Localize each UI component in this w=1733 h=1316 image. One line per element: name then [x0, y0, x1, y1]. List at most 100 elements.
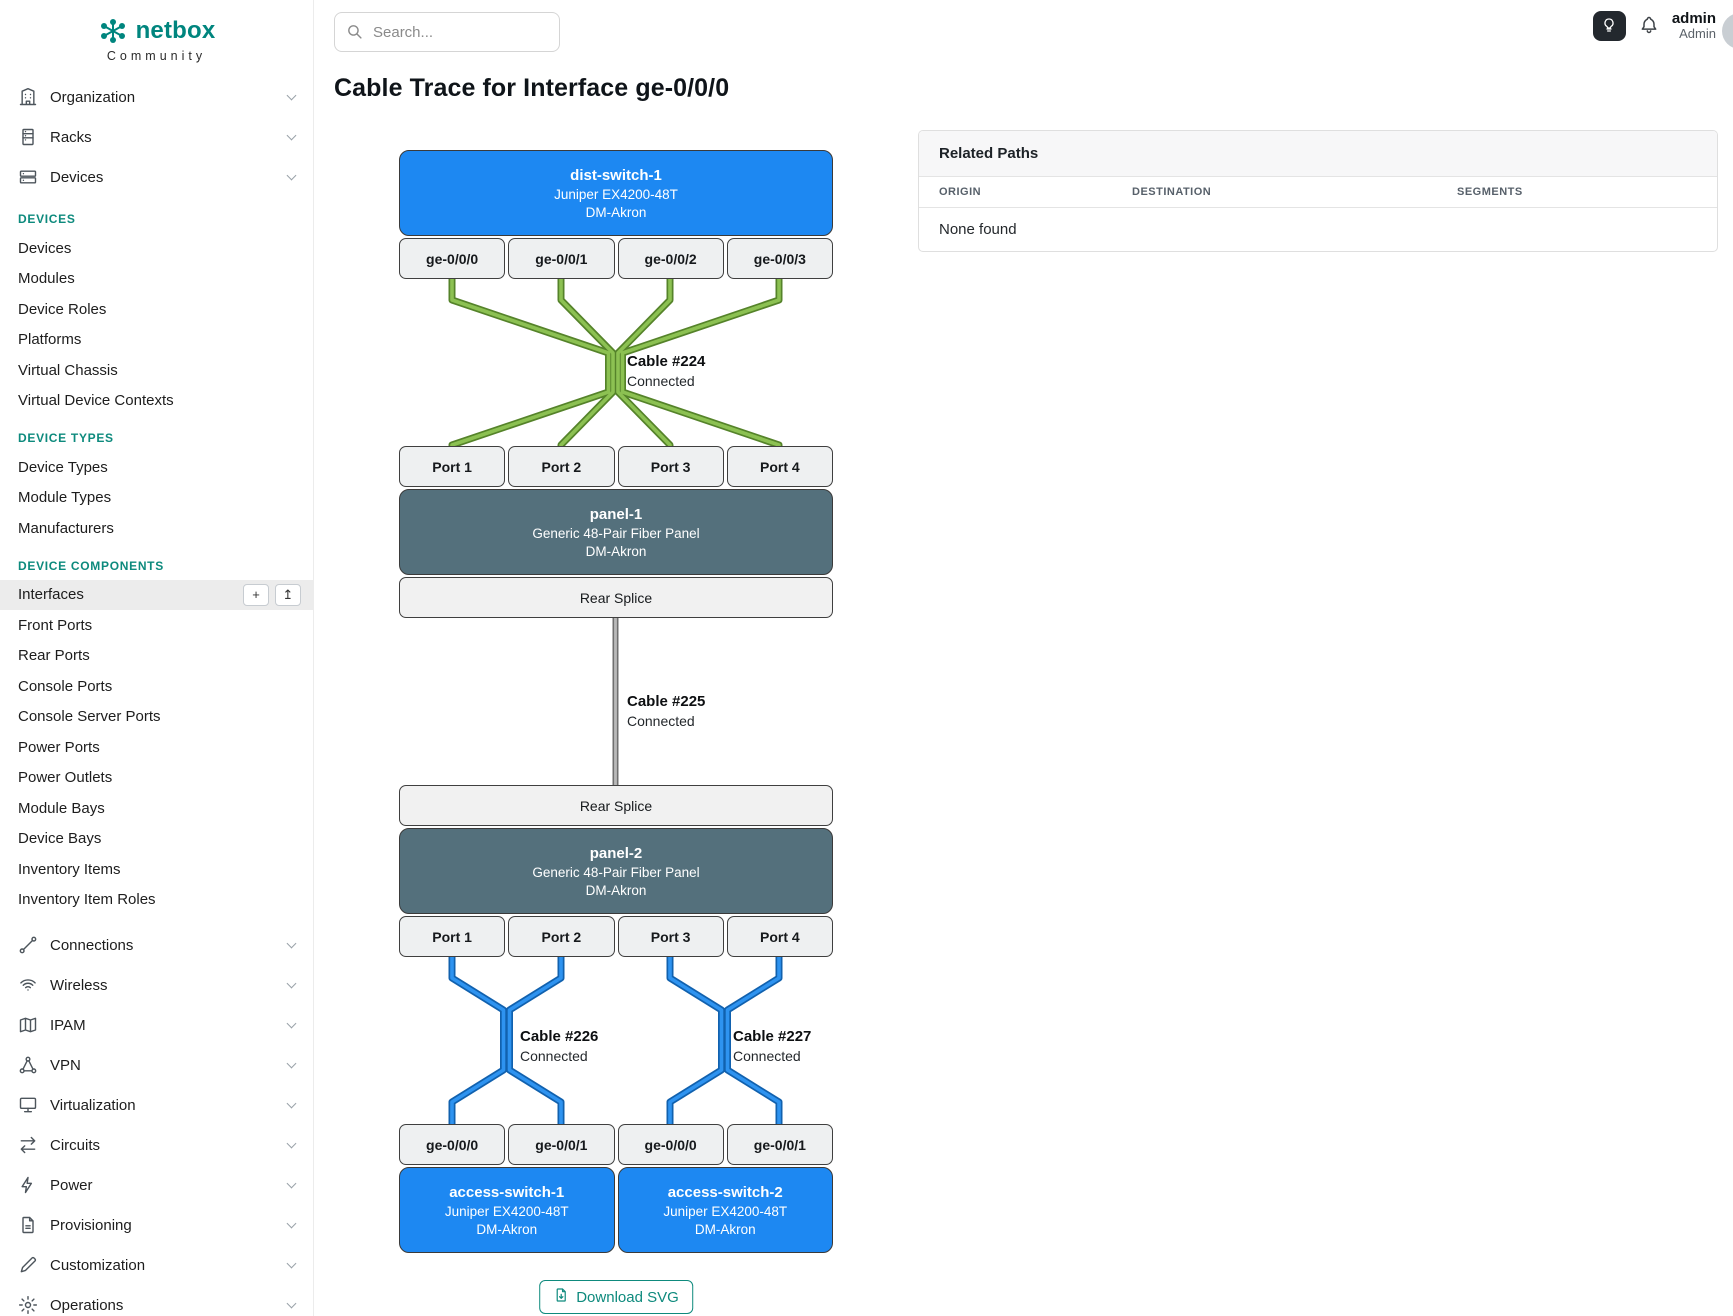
page-title: Cable Trace for Interface ge-0/0/0: [334, 74, 730, 102]
chevron-down-icon: [286, 1058, 297, 1068]
pencil-icon: [18, 1255, 38, 1275]
lightbulb-icon: [1601, 17, 1617, 36]
device-box-access-switch-1[interactable]: access-switch-1 Juniper EX4200-48T DM-Ak…: [399, 1167, 615, 1253]
sidebar-group-ipam[interactable]: IPAM: [0, 1005, 313, 1045]
sidebar-group-customization[interactable]: Customization: [0, 1245, 313, 1285]
rear-splice-box[interactable]: Rear Splice: [399, 577, 833, 618]
sidebar-item-console-ports[interactable]: Console Ports: [18, 677, 113, 695]
interface-box[interactable]: ge-0/0/1: [726, 1124, 833, 1165]
user-name: admin: [1671, 10, 1716, 27]
chevron-down-icon: [286, 1218, 297, 1228]
related-paths-columns: ORIGIN DESTINATION SEGMENTS: [919, 177, 1717, 208]
import-button[interactable]: ↥: [275, 583, 301, 606]
port-box[interactable]: Port 3: [617, 446, 724, 487]
sidebar-group-wireless[interactable]: Wireless: [0, 965, 313, 1005]
add-button[interactable]: +: [243, 583, 269, 606]
user-role: Admin: [1679, 26, 1716, 42]
theme-toggle-button[interactable]: [1592, 11, 1626, 42]
sidebar-group-label: Devices: [50, 168, 104, 186]
sidebar-item-rear-ports[interactable]: Rear Ports: [18, 647, 90, 665]
sidebar-group-racks[interactable]: Racks: [0, 117, 313, 157]
sidebar-item-module-types[interactable]: Module Types: [18, 489, 112, 507]
device-box-dist-switch-1[interactable]: dist-switch-1 Juniper EX4200-48T DM-Akro…: [399, 150, 833, 236]
cable-label-226[interactable]: Cable #226 Connected: [520, 1028, 599, 1064]
sidebar-group-devices[interactable]: Devices: [0, 157, 313, 197]
sidebar-item-front-ports[interactable]: Front Ports: [18, 616, 93, 634]
cable-label-224[interactable]: Cable #224 Connected: [627, 353, 706, 389]
interface-box[interactable]: ge-0/0/3: [726, 238, 833, 279]
sidebar-group-vpn[interactable]: VPN: [0, 1045, 313, 1085]
port-box[interactable]: Port 1: [399, 446, 506, 487]
sidebar-item-inventory-items[interactable]: Inventory Items: [18, 860, 121, 878]
interface-box[interactable]: ge-0/0/1: [508, 238, 615, 279]
port-box[interactable]: Port 2: [508, 916, 615, 957]
interface-box[interactable]: ge-0/0/0: [617, 1124, 724, 1165]
port-box[interactable]: Port 4: [726, 916, 833, 957]
sidebar-group-label: Racks: [50, 128, 92, 146]
sidebar-item-modules[interactable]: Modules: [18, 270, 75, 288]
transfer-icon: [18, 1135, 38, 1155]
chevron-down-icon: [286, 938, 297, 948]
cable-label-225[interactable]: Cable #225 Connected: [627, 693, 706, 729]
notifications-button[interactable]: [1639, 15, 1659, 38]
device-box-access-switch-2[interactable]: access-switch-2 Juniper EX4200-48T DM-Ak…: [617, 1167, 833, 1253]
sidebar-item-platforms[interactable]: Platforms: [18, 331, 82, 349]
sidebar-group-organization[interactable]: Organization: [0, 77, 313, 117]
rack-icon: [18, 127, 38, 147]
sidebar-item-virtual-chassis[interactable]: Virtual Chassis: [18, 361, 118, 379]
sidebar-item-virtual-device-contexts[interactable]: Virtual Device Contexts: [18, 392, 174, 410]
sidebar-item-console-server-ports[interactable]: Console Server Ports: [18, 708, 161, 726]
sidebar-item-manufacturers[interactable]: Manufacturers: [18, 519, 114, 537]
sidebar-group-provisioning[interactable]: Provisioning: [0, 1205, 313, 1245]
sidebar-item-power-outlets[interactable]: Power Outlets: [18, 769, 113, 787]
port-box[interactable]: Port 4: [726, 446, 833, 487]
port-box[interactable]: Port 2: [508, 446, 615, 487]
sidebar-group-label: Circuits: [50, 1136, 101, 1154]
sidebar-item-devices[interactable]: Devices: [18, 239, 72, 257]
sidebar-group-operations[interactable]: Operations: [0, 1285, 313, 1316]
sidebar-item-device-bays[interactable]: Device Bays: [18, 830, 102, 848]
sidebar-item-device-types[interactable]: Device Types: [18, 458, 108, 476]
sidebar-group-virtualization[interactable]: Virtualization: [0, 1085, 313, 1125]
interface-box[interactable]: ge-0/0/2: [617, 238, 724, 279]
cable-label-227[interactable]: Cable #227 Connected: [733, 1028, 812, 1064]
chevron-down-icon: [286, 170, 297, 180]
device-box-panel-2[interactable]: panel-2 Generic 48-Pair Fiber Panel DM-A…: [399, 828, 833, 914]
sidebar-group-label: IPAM: [50, 1016, 86, 1034]
sidebar-item-interfaces[interactable]: Interfaces + ↥: [0, 579, 313, 610]
column-destination: DESTINATION: [1132, 186, 1212, 198]
search-input[interactable]: [334, 12, 560, 52]
header-actions: admin Admin: [1592, 10, 1716, 42]
cable-status: Connected: [627, 713, 695, 729]
sidebar-item-inventory-item-roles[interactable]: Inventory Item Roles: [18, 891, 156, 909]
sidebar-item-module-bays[interactable]: Module Bays: [18, 799, 105, 817]
user-menu[interactable]: admin Admin: [1672, 10, 1716, 42]
sidebar-group-label: Operations: [50, 1296, 124, 1314]
map-icon: [18, 1015, 38, 1035]
cable-status: Connected: [733, 1048, 801, 1064]
sidebar-group-label: Virtualization: [50, 1096, 136, 1114]
interface-box[interactable]: ge-0/0/1: [508, 1124, 615, 1165]
device-box-panel-1[interactable]: panel-1 Generic 48-Pair Fiber Panel DM-A…: [399, 489, 833, 575]
sidebar-group-label: Wireless: [50, 976, 108, 994]
interface-row-bottom: ge-0/0/0 ge-0/0/1 ge-0/0/0 ge-0/0/1: [399, 1124, 833, 1165]
sidebar-group-circuits[interactable]: Circuits: [0, 1125, 313, 1165]
sidebar-group-connections[interactable]: Connections: [0, 925, 313, 965]
netbox-logo-icon: [100, 19, 125, 43]
chevron-down-icon: [286, 130, 297, 140]
rear-splice-box[interactable]: Rear Splice: [399, 785, 833, 826]
interface-box[interactable]: ge-0/0/0: [399, 238, 506, 279]
document-icon: [18, 1215, 38, 1235]
sidebar-group-power[interactable]: Power: [0, 1165, 313, 1205]
port-box[interactable]: Port 3: [617, 916, 724, 957]
avatar[interactable]: [1722, 13, 1733, 49]
sidebar-item-power-ports[interactable]: Power Ports: [18, 738, 100, 756]
interface-box[interactable]: ge-0/0/0: [399, 1124, 506, 1165]
connections-icon: [18, 935, 38, 955]
download-svg-button[interactable]: Download SVG: [539, 1280, 693, 1314]
related-paths-card: Related Paths ORIGIN DESTINATION SEGMENT…: [918, 130, 1718, 252]
sidebar-item-device-roles[interactable]: Device Roles: [18, 300, 107, 318]
port-box[interactable]: Port 1: [399, 916, 506, 957]
netbox-logo[interactable]: netbox: [0, 0, 313, 46]
